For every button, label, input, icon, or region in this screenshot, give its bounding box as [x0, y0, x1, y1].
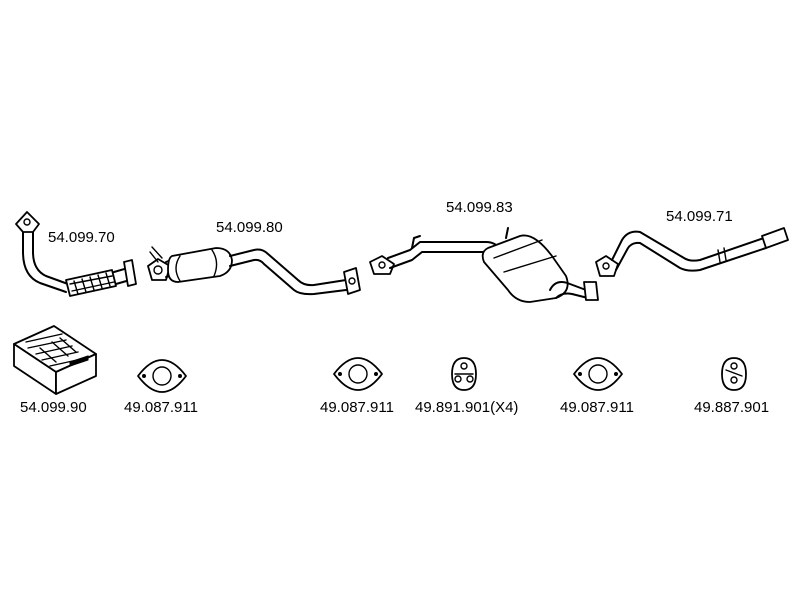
part-label-center-silencer: 54.099.80 [216, 219, 283, 236]
part-label-gasket-3: 49.087.911 [560, 399, 634, 416]
part-label-middle-silencer: 54.099.83 [446, 199, 513, 216]
gasket-1-drawing [137, 359, 187, 393]
part-label-gasket-2: 49.087.911 [320, 399, 394, 416]
gasket-2-drawing [333, 357, 383, 391]
part-label-mounting-kit: 54.099.90 [20, 399, 87, 416]
mounting-kit-drawing [13, 325, 97, 395]
part-label-rubber-mount-x4: 49.891.901(X4) [415, 399, 519, 416]
part-label-gasket-1: 49.087.911 [124, 399, 198, 416]
part-label-tail-pipe: 54.099.71 [666, 208, 733, 225]
center-silencer-drawing [147, 246, 361, 296]
tail-pipe-drawing [595, 227, 789, 277]
part-label-rubber-mount: 49.887.901 [694, 399, 770, 416]
front-pipe-drawing [15, 211, 137, 297]
rubber-mount-drawing [721, 357, 747, 391]
gasket-3-drawing [573, 357, 623, 391]
rubber-mount-x4-drawing [451, 357, 477, 391]
middle-silencer-drawing [369, 227, 599, 303]
part-label-front-pipe: 54.099.70 [48, 229, 115, 246]
